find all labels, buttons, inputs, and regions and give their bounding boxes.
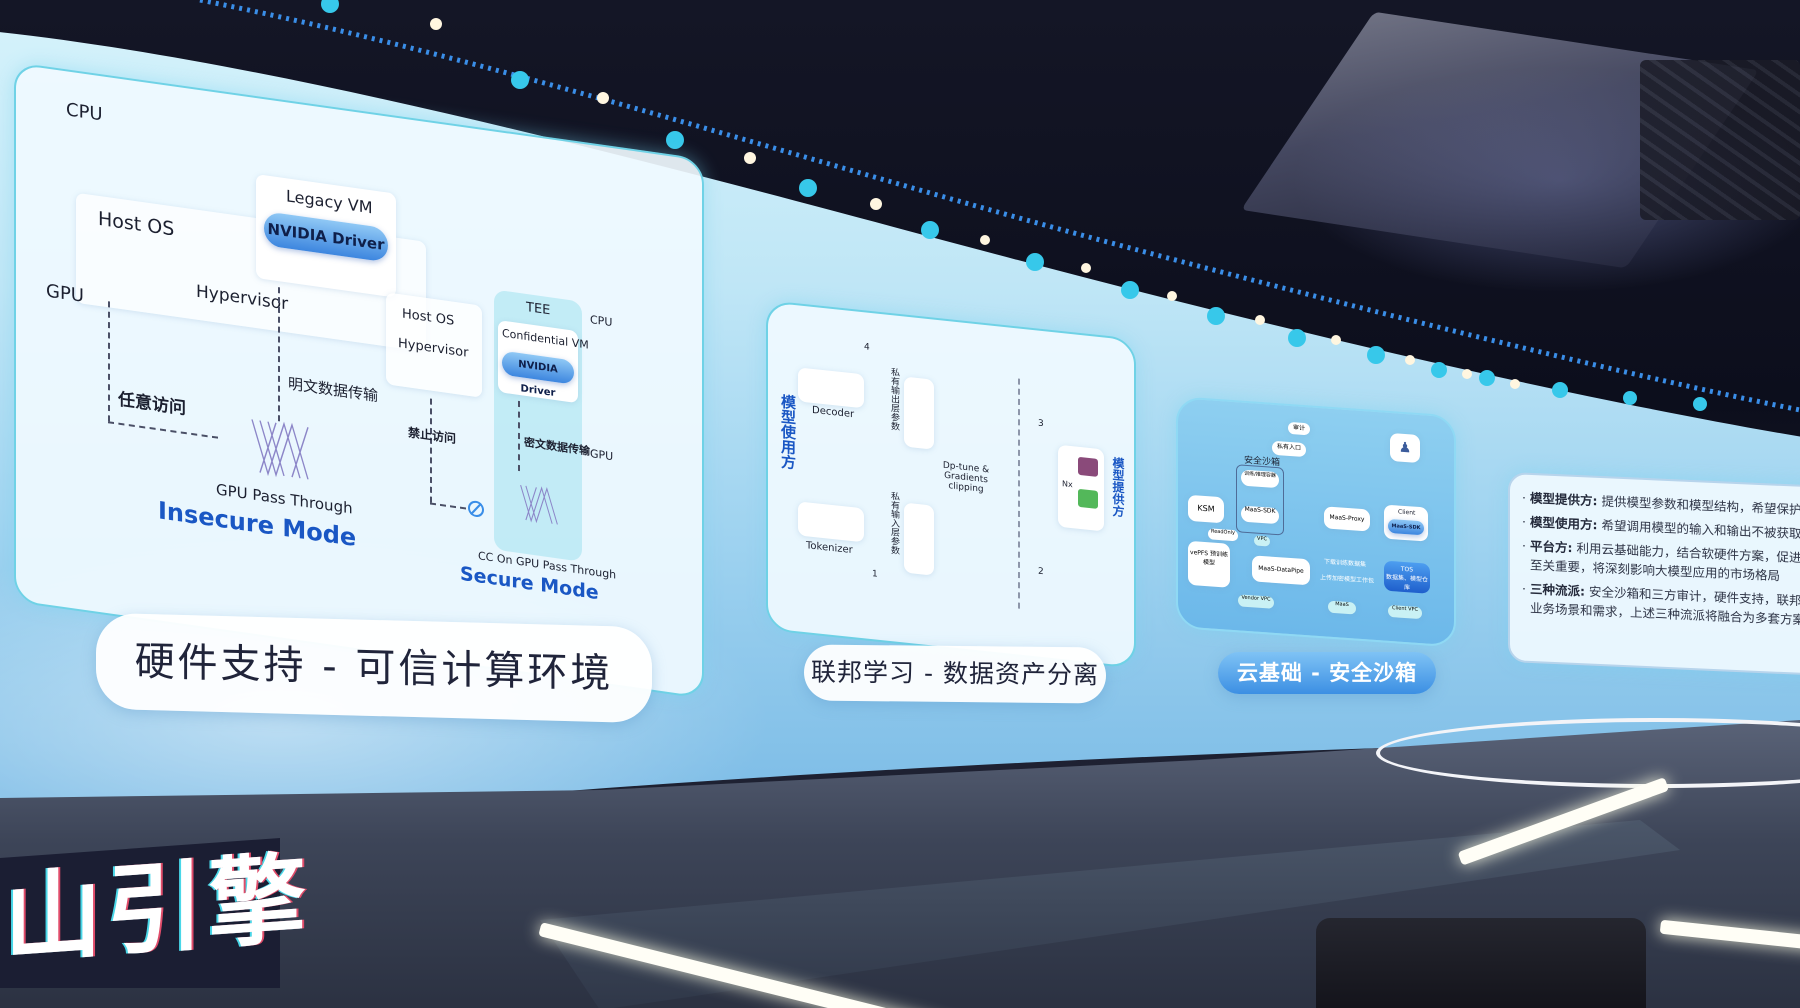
hardware-slide-panel: CPU Host OS Hypervisor Legacy VM NVIDIA … xyxy=(14,62,704,699)
confidential-vm-box: Confidential VM NVIDIA Driver xyxy=(498,320,589,404)
client-sdk-pill: MaaS-SDK xyxy=(1388,518,1424,536)
client-vpc-tag: Client VPC xyxy=(1388,604,1422,620)
bullet-head: 三种流派: xyxy=(1529,581,1585,599)
train-infer-box: 训练/推理容器 xyxy=(1241,469,1279,489)
step-1: 1 xyxy=(872,569,878,580)
attention-block xyxy=(1078,456,1098,477)
bullet-item: · 三种流派: 安全沙箱和三方审计，硬件支持，联邦学习针对 业务场景和需求，上述… xyxy=(1522,579,1800,630)
bullet-body: 希望调用模型的输入和输出不被获取和记录 xyxy=(1601,517,1800,543)
maas-tag: MaaS xyxy=(1328,600,1356,615)
vendor-vpc-tag: Vendor VPC xyxy=(1238,594,1274,609)
step-2: 2 xyxy=(1038,566,1044,578)
gpu-network-icon xyxy=(251,419,309,480)
tos-storage: TOS 数据集、模型仓库 xyxy=(1384,560,1430,594)
tos-sub-label: 数据集、模型仓库 xyxy=(1385,573,1428,592)
stage-oval-marking xyxy=(1376,718,1800,788)
access-arrow-vertical xyxy=(108,301,110,422)
plaintext-transfer-label: 明文数据传输 xyxy=(288,374,379,406)
brand-sign-text: 山引擎 xyxy=(4,842,311,978)
bullet-head: 模型提供方: xyxy=(1529,490,1598,509)
ciphertext-transfer-arrow xyxy=(518,400,520,472)
tokenizer-diagram xyxy=(798,501,864,543)
vepfs-storage-box: vePFS 预训练模型 xyxy=(1188,540,1230,588)
maas-datapipe-box: MaaS-DataPipe xyxy=(1252,555,1310,586)
secure-host-os-label: Host OS xyxy=(402,306,455,329)
input-layer-diagram xyxy=(904,502,934,576)
dp-tune-note: Dp-tune & Gradients clipping xyxy=(942,460,990,495)
arbitrary-access-label: 任意访问 xyxy=(118,389,186,420)
tee-label: TEE xyxy=(526,299,551,319)
party-divider xyxy=(1018,378,1020,609)
output-layer-diagram xyxy=(904,376,934,450)
brand-sign-base xyxy=(0,838,280,988)
vpc-tag: VPC xyxy=(1254,535,1270,547)
confidential-vm-label: Confidential VM xyxy=(502,326,589,352)
secure-nvidia-driver-pill: NVIDIA Driver xyxy=(502,350,574,399)
bullet-head: 平台方: xyxy=(1529,538,1573,556)
insecure-gpu-label: GPU xyxy=(46,280,84,307)
ksm-box: KSM xyxy=(1188,494,1224,524)
download-dataset-label: 下载训练数据集 xyxy=(1324,558,1367,569)
insecure-cpu-label: CPU xyxy=(66,99,103,126)
model-user-label: 模型使用方 xyxy=(779,393,797,471)
federated-slide-panel: 模型使用方 Decoder Tokenizer 私有输出层参数 私有输入层参数 … xyxy=(766,300,1136,669)
federated-caption: 联邦学习 - 数据资产分离 xyxy=(804,644,1106,704)
step-4: 4 xyxy=(864,342,870,353)
bullet-list: · 模型提供方: 提供模型参数和模型结构，希望保护知识资产 · 模型使用方: 希… xyxy=(1522,488,1800,635)
decoder-diagram xyxy=(798,367,864,409)
tee-zone: TEE Confidential VM NVIDIA Driver 密文数据传输 xyxy=(494,289,590,562)
plaintext-transfer-arrow xyxy=(278,287,280,422)
client-label: Client xyxy=(1398,508,1416,517)
denied-access-arrow xyxy=(430,398,432,503)
lighting-truss xyxy=(1640,60,1800,220)
upload-package-label: 上传加密模型工作包 xyxy=(1320,574,1375,585)
bullet-item: · 平台方: 利用云基础能力，结合软硬件方案，促进信任与合作 至关重要，将深刻影… xyxy=(1522,536,1800,587)
maas-sdk-box: MaaS-SDK xyxy=(1241,505,1279,525)
private-input-params-label: 私有输入层参数 xyxy=(889,490,899,555)
denied-access-arrow-h xyxy=(430,502,466,510)
readonly-tag: ReadOnly xyxy=(1208,528,1238,542)
sandbox-slide-panel: 审计 私有入口 安全沙箱 训练/推理容器 MaaS-SDK KSM ReadOn… xyxy=(1176,396,1456,648)
ciphertext-transfer-label: 密文数据传输 xyxy=(524,435,590,458)
model-provider-label: 模型提供方 xyxy=(1111,456,1125,518)
access-arrow-horizontal xyxy=(108,421,218,439)
step-3: 3 xyxy=(1038,418,1044,430)
bullet-head: 模型使用方: xyxy=(1529,514,1598,533)
sandbox-caption: 云基础 - 安全沙箱 xyxy=(1218,652,1436,694)
ffn-block xyxy=(1078,488,1098,509)
host-os-label: Host OS xyxy=(98,207,175,241)
secure-cpu-label: CPU xyxy=(590,312,613,330)
tokenizer-label: Tokenizer xyxy=(806,540,853,557)
secure-host-box: Host OS Hypervisor xyxy=(386,292,482,398)
legacy-vm-box: Legacy VM NVIDIA Driver xyxy=(256,174,396,298)
prohibited-icon xyxy=(468,499,484,519)
secure-hypervisor-label: Hypervisor xyxy=(398,335,469,361)
client-box: Client MaaS-SDK xyxy=(1384,504,1428,542)
stage-monitor-speaker xyxy=(1316,918,1646,1008)
transformer-block: Nx xyxy=(1058,444,1104,532)
user-icon: ♟ xyxy=(1390,432,1420,464)
audit-box: 审计 xyxy=(1288,421,1310,436)
secure-gpu-label: GPU xyxy=(590,446,614,464)
secure-gpu-network-icon xyxy=(520,485,558,525)
maas-proxy-box: MaaS-Proxy xyxy=(1324,506,1370,532)
hypervisor-label: Hypervisor xyxy=(196,281,289,315)
nx-label: Nx xyxy=(1062,479,1073,490)
legacy-vm-label: Legacy VM xyxy=(286,186,373,218)
hardware-caption: 硬件支持 - 可信计算环境 xyxy=(96,612,652,724)
access-denied-label: 禁止访问 xyxy=(408,425,457,447)
decoder-label: Decoder xyxy=(812,404,855,421)
sandbox-zone: 训练/推理容器 MaaS-SDK xyxy=(1236,464,1284,536)
private-output-params-label: 私有输出层参数 xyxy=(889,366,899,431)
nvidia-driver-pill: NVIDIA Driver xyxy=(264,211,388,263)
